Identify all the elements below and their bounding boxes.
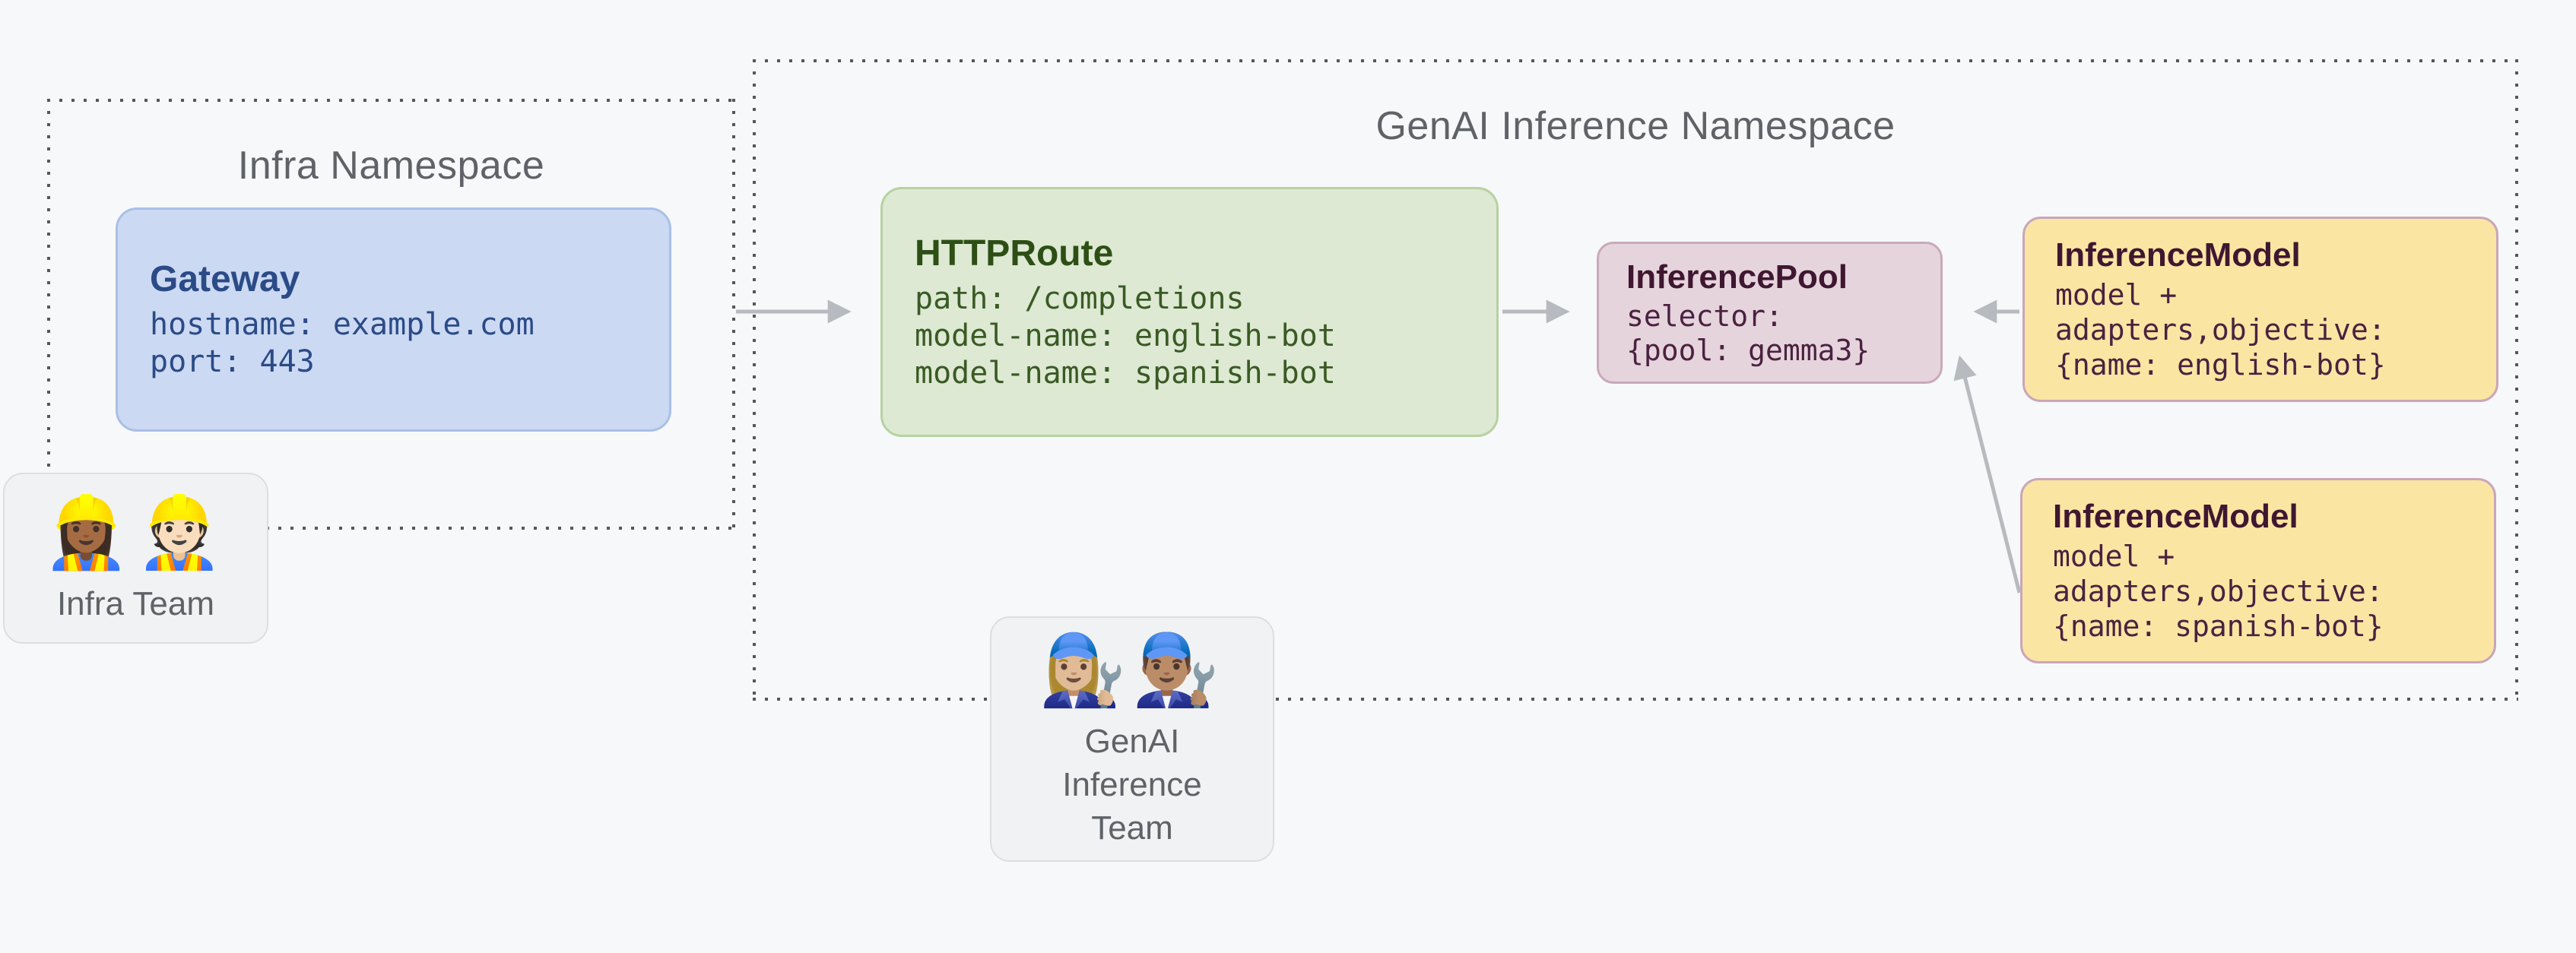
inference-model-english-line3: {name: english-bot} [2055,348,2386,382]
gateway-node: Gateway hostname: example.com port: 443 [116,207,671,432]
httproute-model-english-line: model-name: english-bot [915,318,1336,353]
httproute-node: HTTPRoute path: /completions model-name:… [880,187,1499,437]
gateway-port-line: port: 443 [150,344,315,379]
infra-team-card: 👷🏾‍♀️👷🏻 Infra Team [3,473,268,644]
genai-inference-team-label: GenAI Inference Team [1062,723,1202,847]
inference-model-english-line2: adapters,objective: [2055,313,2386,347]
inference-model-spanish-title: InferenceModel [2053,498,2298,535]
inference-pool-title: InferencePool [1626,258,1848,296]
httproute-title: HTTPRoute [915,233,1114,274]
gateway-hostname-line: hostname: example.com [150,307,535,342]
genai-inference-team-card: 👩🏼‍🔧👨🏽‍🔧 GenAI Inference Team [990,616,1274,862]
construction-workers-icon: 👷🏾‍♀️👷🏻 [42,494,230,571]
infra-namespace-title: Infra Namespace [237,144,545,188]
infra-team-label: Infra Team [56,585,215,622]
inference-pool-selector-line: selector: [1626,299,1783,333]
gateway-title: Gateway [150,259,300,299]
inference-pool-pool-line: {pool: gemma3} [1626,333,1870,367]
genai-namespace-title: GenAI Inference Namespace [1375,104,1896,148]
inference-pool-node: InferencePool selector: {pool: gemma3} [1597,242,1943,384]
inference-model-english-title: InferenceModel [2055,236,2301,274]
inference-model-english-node: InferenceModel model + adapters,objectiv… [2022,217,2498,402]
inference-model-spanish-line3: {name: spanish-bot} [2053,609,2384,643]
inference-model-spanish-line2: adapters,objective: [2053,575,2384,608]
inference-model-spanish-node: InferenceModel model + adapters,objectiv… [2020,478,2496,663]
inference-model-english-line1: model + [2055,278,2178,312]
mechanics-icon: 👩🏼‍🔧👨🏽‍🔧 [1039,632,1226,709]
httproute-model-spanish-line: model-name: spanish-bot [915,355,1336,391]
httproute-path-line: path: /completions [915,280,1245,316]
inference-model-spanish-line1: model + [2053,540,2175,573]
